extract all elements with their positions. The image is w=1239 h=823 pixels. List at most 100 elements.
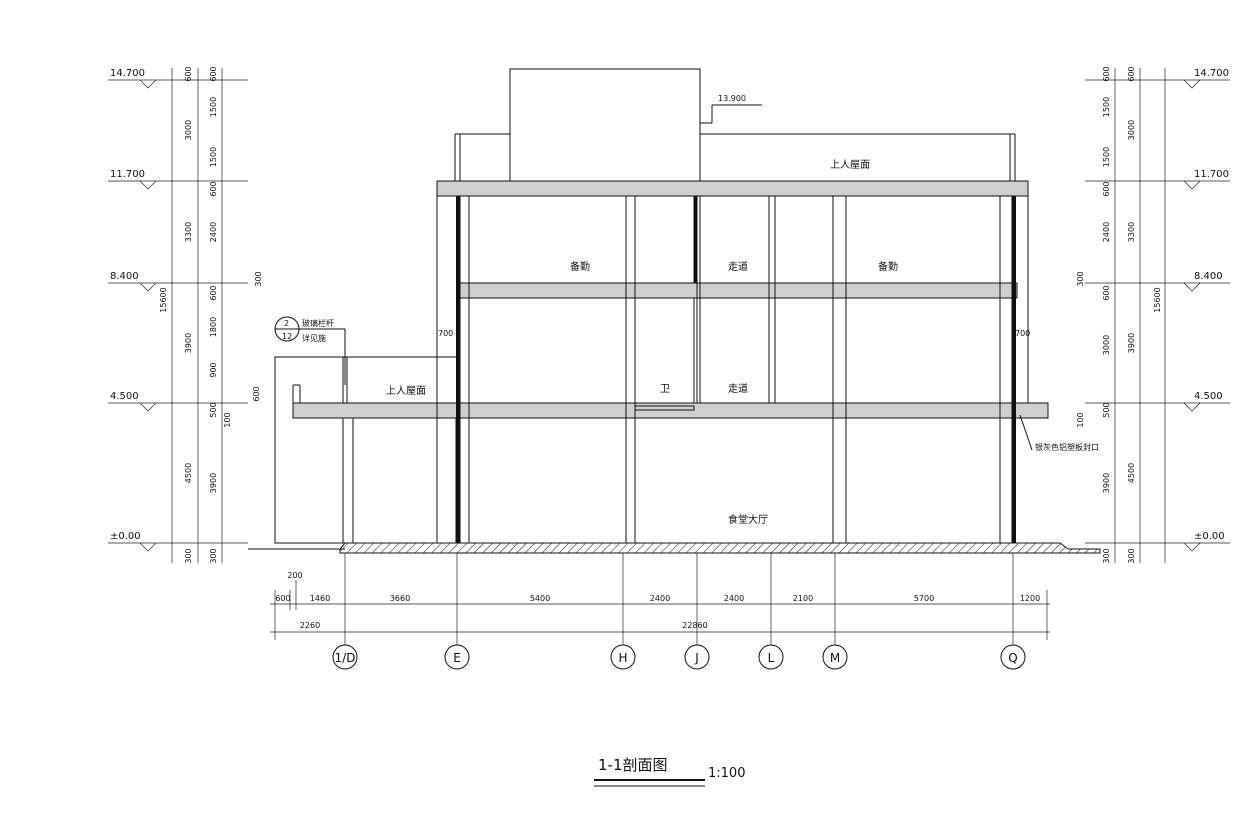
left-inner-dim: 3900 — [209, 473, 218, 493]
right-inner-dim: 600 — [1102, 181, 1111, 196]
right-levels: 14.700 11.700 8.400 4.500 ±0.00 — [1085, 68, 1230, 563]
axis-bubble — [332, 644, 358, 670]
axis-bubble — [822, 644, 848, 670]
left-outer-dim: 4500 — [184, 463, 193, 483]
left-inner-dim: 2400 — [209, 222, 218, 242]
drawing-title: 1-1剖面图 1:100 — [594, 756, 745, 787]
right-inner-dim: 2400 — [1102, 222, 1111, 242]
left-inner-dim: 500 — [209, 402, 218, 417]
axis-bubble — [610, 644, 636, 670]
left-outer-dim: 3300 — [184, 222, 193, 242]
label-hall: 食堂大厅 — [728, 513, 768, 526]
ground — [248, 542, 1101, 554]
roof-level-text: 13.900 — [718, 94, 746, 103]
label-wc: 卫 — [660, 384, 670, 395]
right-outer-dim: 4500 — [1127, 463, 1136, 483]
label-roof-top: 上人屋面 — [830, 159, 870, 171]
drain-note: 银灰色铝塑板封口 — [1035, 442, 1099, 452]
left-inner-dim: 300 — [209, 548, 218, 563]
right-level-5: ±0.00 — [1194, 531, 1225, 542]
right-outer-dim: 3000 — [1127, 120, 1136, 140]
bottom-dim: 600 — [275, 594, 290, 603]
left-levels: 14.700 11.700 8.400 4.500 ±0.00 — [108, 68, 248, 563]
bottom-dim: 1460 — [310, 594, 330, 603]
right-total-dim: 15600 — [1153, 287, 1162, 312]
railing-note-2: 详见施 — [302, 333, 326, 343]
axis-label: E — [453, 651, 461, 665]
right-inner-dim: 300 — [1102, 548, 1111, 563]
room-labels: 上人屋面 上人屋面 备勤 走道 备勤 卫 走道 食堂大厅 — [386, 159, 898, 526]
axis-label: M — [830, 651, 840, 665]
bottom-dim-small: 200 — [287, 571, 302, 580]
label-storage-right: 备勤 — [878, 260, 898, 273]
left-inner-dim: 600 — [209, 181, 218, 196]
left-inner-dim: 600 — [209, 285, 218, 300]
left-level-5: ±0.00 — [110, 531, 141, 542]
right-outer-dim: 3900 — [1127, 333, 1136, 353]
bottom-dim: 5400 — [530, 594, 550, 603]
label-corridor-top: 走道 — [728, 260, 748, 273]
title-scale: 1:100 — [708, 766, 745, 781]
right-inner-dim: 3000 — [1102, 335, 1111, 355]
axis-bubble — [1000, 644, 1026, 670]
bottom-dim: 2100 — [793, 594, 813, 603]
left-extra-dim: 300 — [254, 271, 263, 286]
axis-label: J — [694, 651, 699, 665]
bottom-dim: 3660 — [390, 594, 410, 603]
right-outer-dim: 600 — [1127, 66, 1136, 81]
left-inner-dim: 600 — [209, 66, 218, 81]
railing-note-1: 玻璃栏杆 — [302, 318, 334, 328]
title-main: 1-1剖面图 — [598, 756, 668, 774]
label-roof-low: 上人屋面 — [386, 385, 426, 397]
left-level-3: 8.400 — [110, 271, 139, 282]
left-inner-dim: 1500 — [209, 147, 218, 167]
bottom-dims — [270, 553, 1050, 645]
roof-slab — [436, 180, 1029, 197]
detail-number-bottom: 12 — [282, 332, 292, 341]
floor3-slab — [456, 282, 1018, 299]
right-outer-dim: 300 — [1127, 548, 1136, 563]
left-outer-dim: 300 — [184, 548, 193, 563]
left-inner-dim: 1800 — [209, 317, 218, 337]
bottom-dim: 1200 — [1020, 594, 1040, 603]
detail-number-top: 2 — [284, 319, 289, 328]
left-level-4: 4.500 — [110, 391, 139, 402]
left-inner-dim: 900 — [209, 362, 218, 377]
left-outer-dim: 600 — [184, 66, 193, 81]
axis-bubble — [444, 644, 470, 670]
axis-bubble — [758, 644, 784, 670]
right-inner-dim: 1500 — [1102, 147, 1111, 167]
left-total-dim: 15600 — [159, 287, 168, 312]
bottom-dim-total: 22860 — [682, 621, 707, 630]
left-outer-dim: 3900 — [184, 333, 193, 353]
label-storage-left: 备勤 — [570, 260, 590, 273]
left-outer-dim: 3000 — [184, 120, 193, 140]
left-level-2: 11.700 — [110, 169, 145, 180]
right-inner-dim: 1500 — [1102, 97, 1111, 117]
axis-label: 1/D — [335, 651, 356, 665]
bottom-dim-total-left: 2260 — [300, 621, 320, 630]
annotations: 13.900 2 12 玻璃栏杆 详见施 700 700 银灰色铝塑板封口 — [274, 94, 1099, 452]
axis-label: H — [618, 651, 627, 665]
dim-700-right: 700 — [1015, 329, 1030, 338]
right-extra-dim: 300 — [1076, 271, 1085, 286]
bottom-dim: 5700 — [914, 594, 934, 603]
bottom-dim: 2400 — [650, 594, 670, 603]
left-extra-dim: 100 — [223, 412, 232, 427]
right-level-4: 4.500 — [1194, 391, 1223, 402]
axis-label: Q — [1008, 651, 1017, 665]
dimension-labels: 600 3000 3300 3900 4500 300 600 1500 1500 600 2400… — [159, 66, 1162, 630]
axis-bubble — [684, 644, 710, 670]
right-level-1: 14.700 — [1194, 68, 1229, 79]
right-level-2: 11.700 — [1194, 169, 1229, 180]
right-inner-dim: 500 — [1102, 402, 1111, 417]
right-outer-dim: 3300 — [1127, 222, 1136, 242]
building-section — [274, 68, 1049, 544]
right-inner-dim: 600 — [1102, 66, 1111, 81]
right-level-3: 8.400 — [1194, 271, 1223, 282]
right-inner-dim: 600 — [1102, 285, 1111, 300]
bottom-dim: 2400 — [724, 594, 744, 603]
right-extra-dim: 100 — [1076, 412, 1085, 427]
